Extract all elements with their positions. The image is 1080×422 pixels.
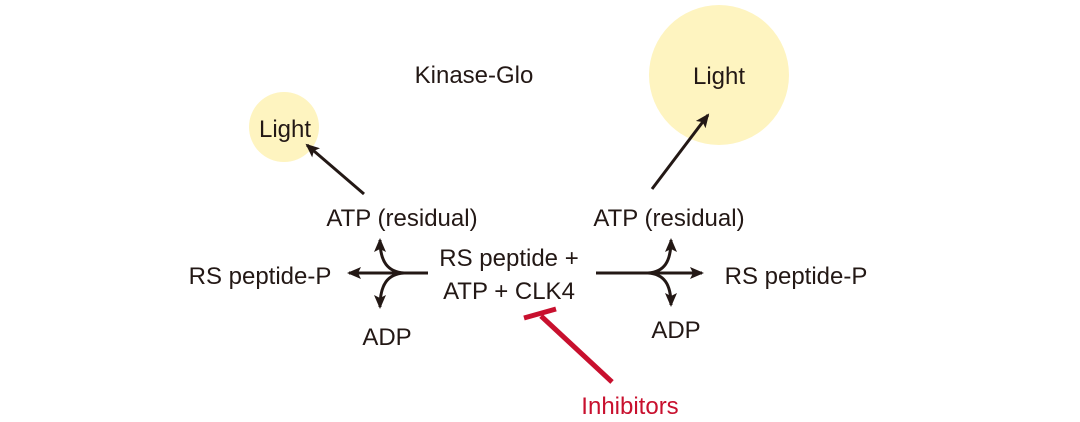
reactants-line-2: ATP + CLK4 [443, 278, 575, 305]
right-product-label: RS peptide-P [725, 263, 868, 290]
inhibition-line [539, 314, 614, 384]
left-product-label: RS peptide-P [189, 263, 332, 290]
left-branch-to-adp-arrow [374, 271, 405, 309]
left-adp-label: ADP [362, 324, 411, 351]
right-light-label: Light [693, 63, 745, 90]
right-light-glow [649, 5, 789, 145]
left-branch-to-atp-arrow [374, 238, 405, 275]
right-branch-to-adp-arrow [647, 271, 677, 307]
right-atp-to-light-arrow [650, 113, 710, 190]
inhibition-bar [523, 306, 557, 321]
left-light-glow [249, 92, 319, 162]
kinase-glo-label: Kinase-Glo [415, 62, 534, 89]
right-branch-to-atp-arrow [647, 238, 677, 275]
reactants-line-1: RS peptide + [439, 245, 578, 272]
left-light-label: Light [259, 116, 311, 143]
right-adp-label: ADP [651, 317, 700, 344]
right-atp-residual-label: ATP (residual) [593, 205, 744, 232]
inhibitors-label: Inhibitors [581, 393, 678, 420]
left-atp-residual-label: ATP (residual) [326, 205, 477, 232]
left-atp-to-light-arrow [305, 143, 365, 196]
